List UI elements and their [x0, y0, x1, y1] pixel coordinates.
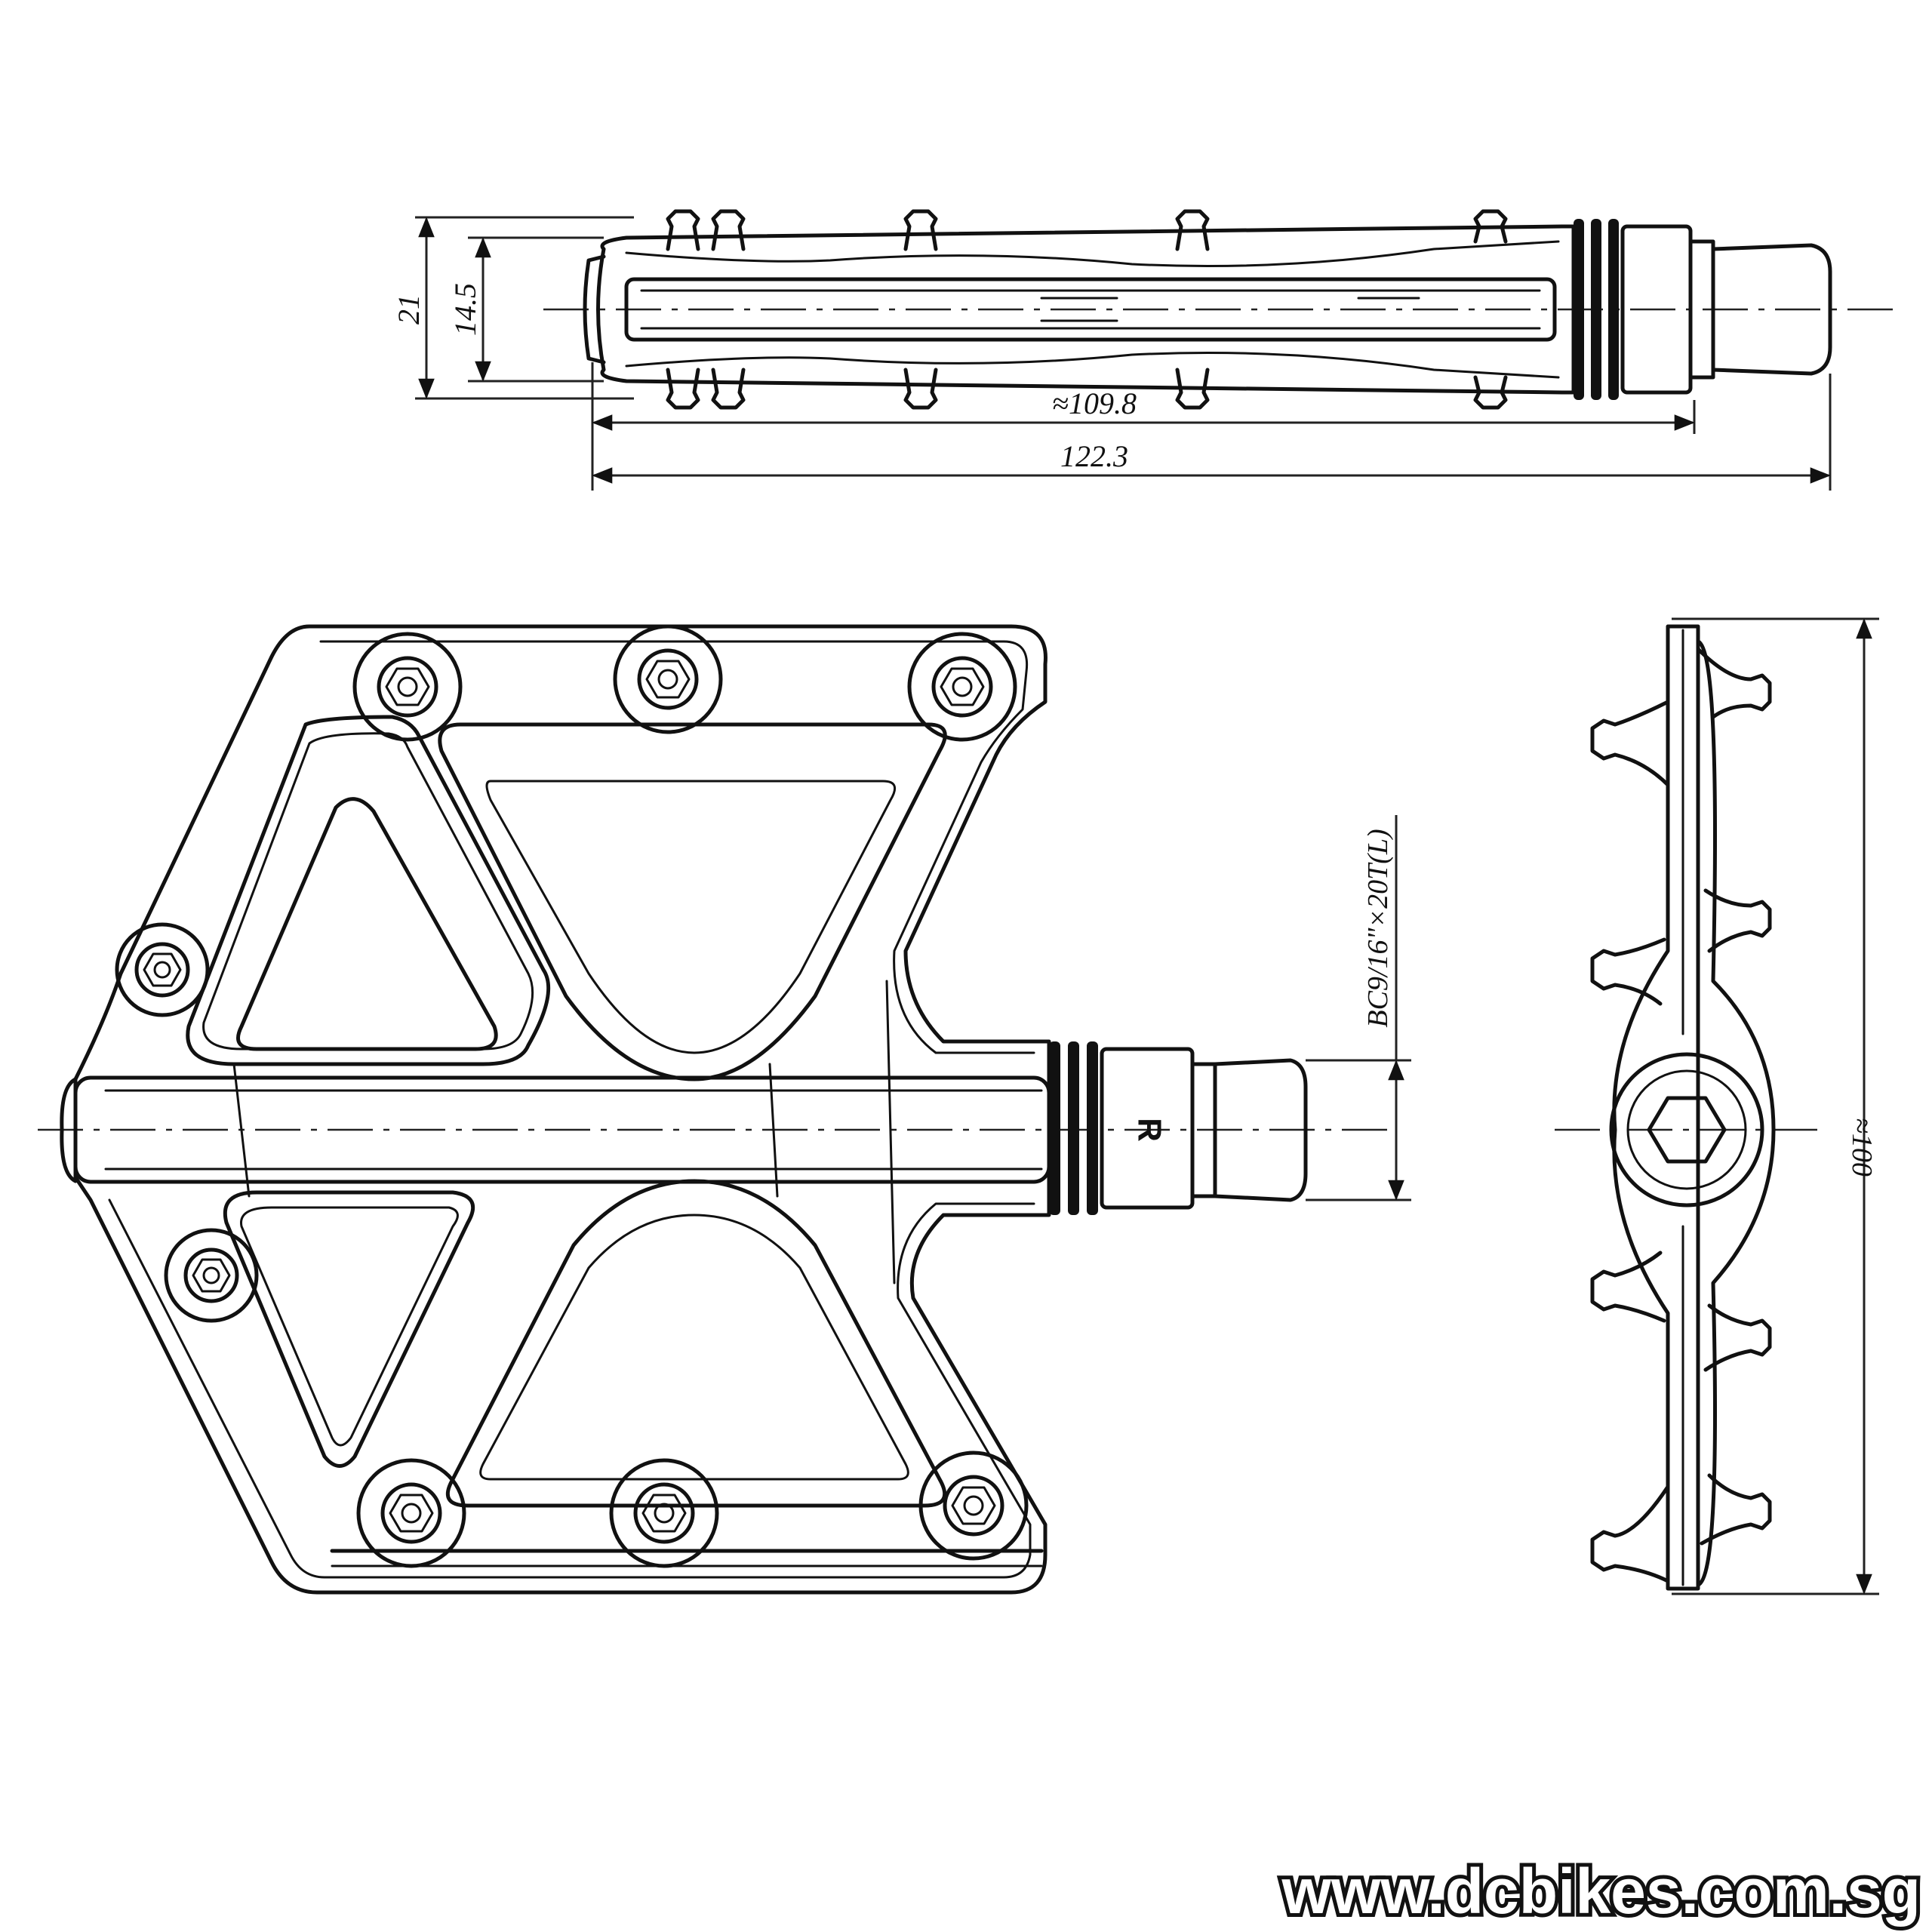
- dim-thread-spec: BC9/16"×20T(L): [1362, 829, 1394, 1027]
- end-view: ≈100: [1555, 617, 1879, 1595]
- dim-height-body: 14.5: [448, 283, 482, 336]
- plan-view-seal-rings: [1049, 1041, 1098, 1215]
- end-view-pins: [1590, 647, 1772, 1583]
- watermark-url: www.dcbikes.com.sg: [1281, 1856, 1921, 1927]
- side-view-pins-bottom: [666, 368, 1508, 410]
- dim-height-overall: 21: [392, 294, 426, 325]
- side-view-pins-top: [666, 209, 1508, 251]
- side-view-seal-rings: [1574, 219, 1619, 400]
- dim-body-width: ≈100: [1846, 1118, 1878, 1177]
- side-marking-r: R: [1131, 1118, 1168, 1142]
- dim-spindle-length: ≈109.8: [1052, 386, 1137, 420]
- side-view: 21 14.5 ≈109.8 122.3: [392, 209, 1902, 491]
- plan-view-pins: [115, 624, 1029, 1568]
- plan-view: R BC9/16"×20T(L): [38, 624, 1411, 1595]
- dim-overall-length: 122.3: [1060, 439, 1128, 473]
